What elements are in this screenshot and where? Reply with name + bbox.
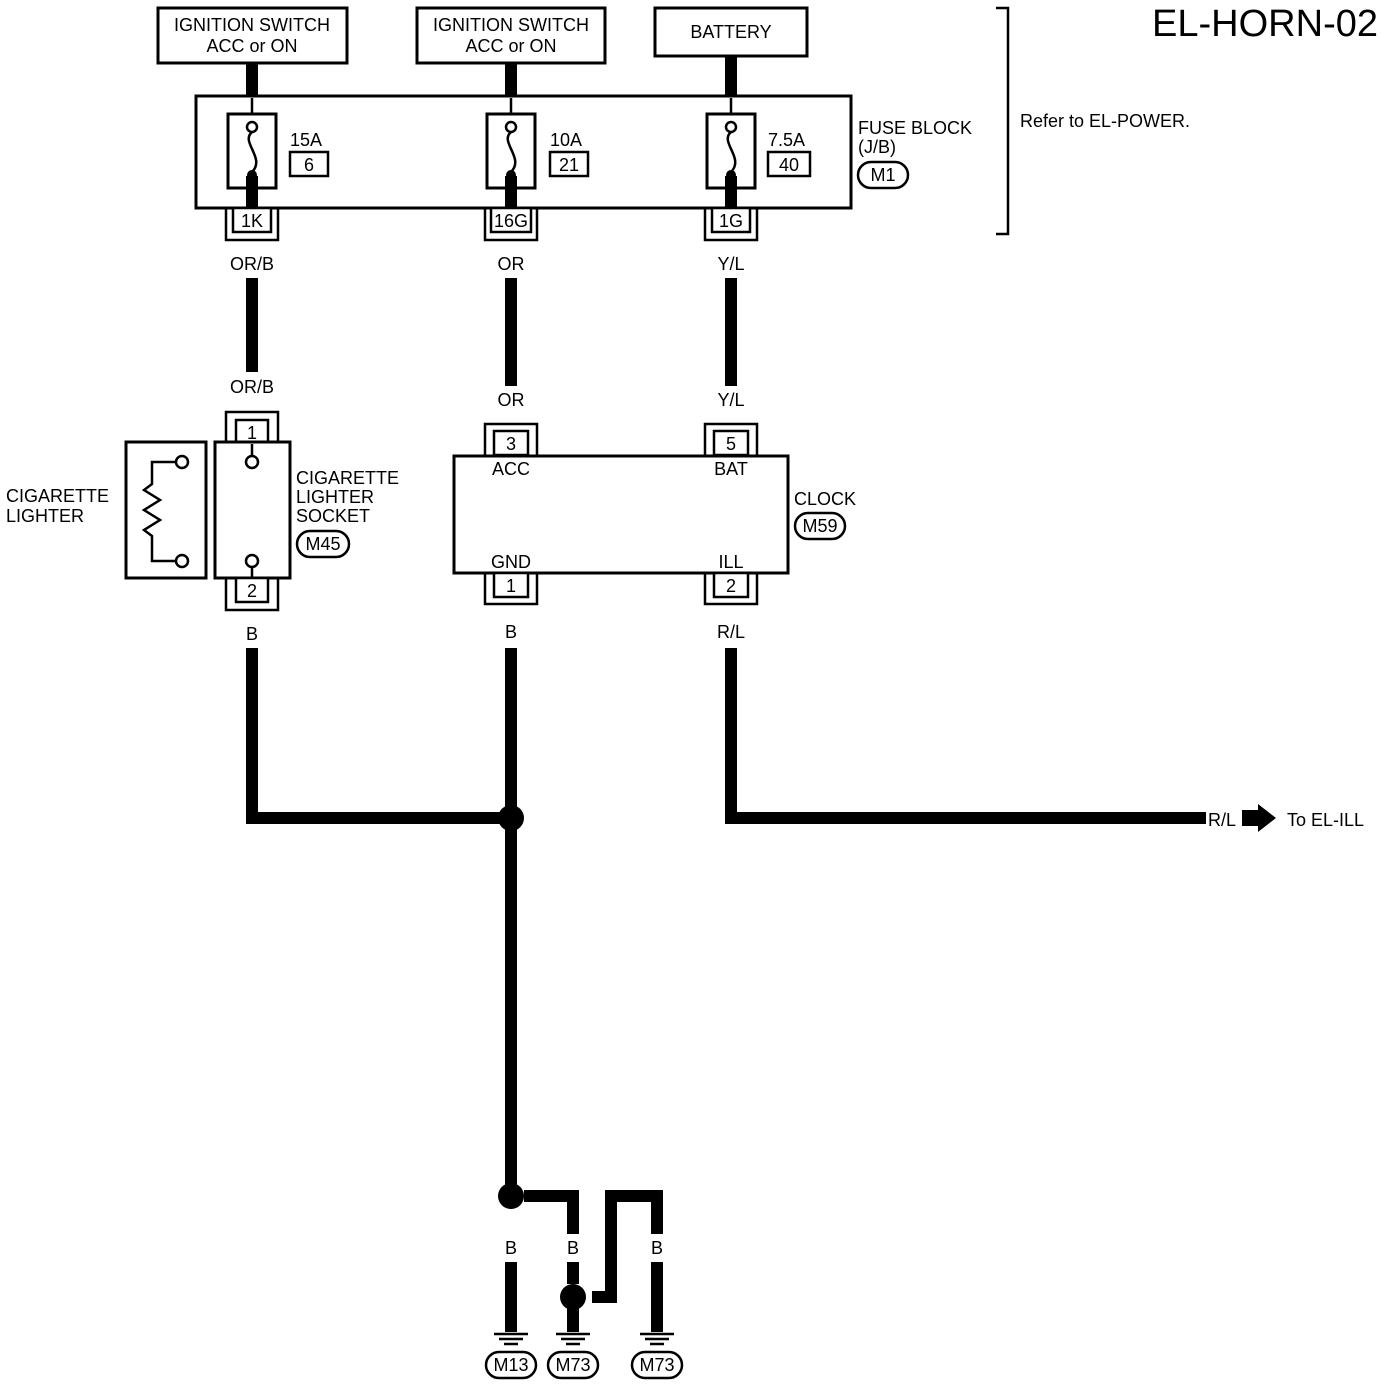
clock-pin-bat-number: 5 bbox=[726, 434, 736, 454]
wire-label-ground-1: B bbox=[505, 1238, 517, 1258]
terminal-16g: 16G bbox=[483, 206, 539, 242]
clock-pin-gnd-number: 1 bbox=[506, 576, 516, 596]
wire-label-ground-3: B bbox=[651, 1238, 663, 1258]
terminal-1g: 1G bbox=[703, 206, 759, 242]
ignition-switch-1-line1: IGNITION SWITCH bbox=[174, 15, 330, 35]
wire-label-or-b-top: OR/B bbox=[230, 254, 274, 274]
battery-box: BATTERY bbox=[653, 6, 809, 58]
clock-pin-acc-name: ACC bbox=[492, 459, 530, 479]
fuse-7-5a-number: 40 bbox=[779, 155, 799, 175]
clock-pin-acc-number: 3 bbox=[506, 434, 516, 454]
splice-ground-lower bbox=[498, 1183, 524, 1209]
wire-label-socket-b: B bbox=[246, 624, 258, 644]
battery-label: BATTERY bbox=[690, 22, 771, 42]
fuse-10a: 10A 21 bbox=[485, 98, 590, 212]
socket-pin-1: 1 bbox=[247, 423, 257, 443]
fuse-block-connector: M1 bbox=[870, 165, 895, 185]
ignition-switch-box-2: IGNITION SWITCH ACC or ON bbox=[415, 6, 607, 65]
power-bracket bbox=[996, 6, 1010, 236]
clock-connector: M59 bbox=[802, 516, 837, 536]
ignition-switch-1-line2: ACC or ON bbox=[206, 36, 297, 56]
clock-pin-ill-number: 2 bbox=[726, 576, 736, 596]
wire-label-or-bottom: OR bbox=[498, 390, 525, 410]
clock-pin-gnd-name: GND bbox=[491, 552, 531, 572]
clock-pin-bat-name: BAT bbox=[714, 459, 748, 479]
ground-symbol-m73-a: M73 bbox=[546, 1332, 600, 1380]
ill-arrow-icon bbox=[1242, 804, 1276, 832]
terminal-16g-label: 16G bbox=[494, 211, 528, 231]
clock-pin-ill-name: ILL bbox=[718, 552, 743, 572]
fuse-10a-number: 21 bbox=[559, 155, 579, 175]
wire-ground-cross bbox=[592, 1190, 663, 1303]
splice-ground-m73 bbox=[560, 1284, 586, 1310]
terminal-1k: 1K bbox=[224, 206, 280, 242]
diagram-title: EL-HORN-02 bbox=[1152, 3, 1378, 45]
wire-socket-ground bbox=[246, 648, 505, 824]
wire-clock-ill bbox=[725, 648, 1206, 824]
ground-m13-label: M13 bbox=[493, 1355, 528, 1375]
fuse-block-label-line2: (J/B) bbox=[858, 137, 896, 157]
wire-label-clock-ill-r-l: R/L bbox=[717, 622, 745, 642]
ground-m73-a-label: M73 bbox=[555, 1355, 590, 1375]
clock-label: CLOCK bbox=[794, 489, 856, 509]
ground-symbol-m73-b: M73 bbox=[630, 1332, 684, 1380]
socket-connector: M45 bbox=[305, 534, 340, 554]
socket-pin-2: 2 bbox=[247, 581, 257, 601]
cigarette-lighter-label-line2: LIGHTER bbox=[6, 506, 84, 526]
wire-label-ground-2b: B bbox=[605, 1238, 617, 1258]
ignition-switch-2-line2: ACC or ON bbox=[465, 36, 556, 56]
ill-arrow-wire-label: R/L bbox=[1208, 810, 1236, 830]
terminal-1k-label: 1K bbox=[241, 211, 263, 231]
splice-ground-junction bbox=[498, 805, 524, 831]
wire-label-y-l-bottom: Y/L bbox=[717, 390, 744, 410]
ground-symbol-m13: M13 bbox=[484, 1332, 538, 1380]
fuse-15a-number: 6 bbox=[304, 155, 314, 175]
socket-label-line2: LIGHTER bbox=[296, 487, 374, 507]
refer-to-el-power-note: Refer to EL-POWER. bbox=[1020, 111, 1190, 131]
socket-label-line1: CIGARETTE bbox=[296, 468, 399, 488]
wire-label-ground-2a: B bbox=[567, 1238, 579, 1258]
ground-m73-b-label: M73 bbox=[639, 1355, 674, 1375]
fuse-block: 15A 6 10A 21 7.5A 40 FU bbox=[194, 94, 972, 212]
fuse-7-5a-rating: 7.5A bbox=[768, 130, 805, 150]
socket-label-line3: SOCKET bbox=[296, 506, 370, 526]
terminal-1g-label: 1G bbox=[719, 211, 743, 231]
wire-label-clock-gnd-b: B bbox=[505, 622, 517, 642]
wire-ground-jumper bbox=[524, 1190, 579, 1234]
ill-destination: To EL-ILL bbox=[1287, 810, 1364, 830]
clock: 3 5 ACC BAT GND ILL 1 2 CLOCK M59 bbox=[452, 422, 856, 606]
fuse-7-5a: 7.5A 40 bbox=[705, 98, 812, 212]
fuse-10a-rating: 10A bbox=[550, 130, 582, 150]
wire-label-or-top: OR bbox=[498, 254, 525, 274]
wire-label-or-b-bottom: OR/B bbox=[230, 377, 274, 397]
fuse-block-label-line1: FUSE BLOCK bbox=[858, 118, 972, 138]
fuse-15a-rating: 15A bbox=[290, 130, 322, 150]
ignition-switch-box-1: IGNITION SWITCH ACC or ON bbox=[156, 6, 349, 65]
cigarette-lighter-socket: 1 2 CIGARETTE LIGHTER SOCKET M45 bbox=[213, 410, 399, 612]
cigarette-lighter-label-line1: CIGARETTE bbox=[6, 486, 109, 506]
wire-label-y-l-top: Y/L bbox=[717, 254, 744, 274]
cigarette-lighter: CIGARETTE LIGHTER bbox=[6, 440, 208, 580]
fuse-15a: 15A 6 bbox=[226, 98, 330, 212]
ignition-switch-2-line1: IGNITION SWITCH bbox=[433, 15, 589, 35]
